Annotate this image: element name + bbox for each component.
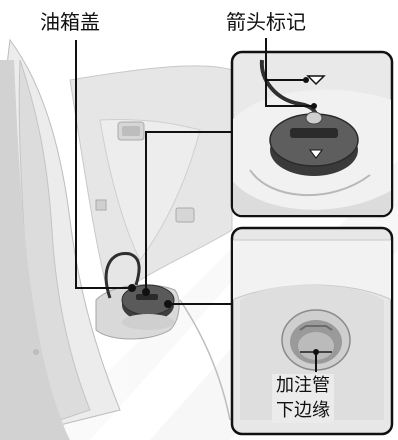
arrow-mark-label: 箭头标记 bbox=[226, 10, 306, 34]
fuel-cap-label: 油箱盖 bbox=[40, 10, 100, 34]
filler-neck-label-line-1: 加注管 bbox=[272, 374, 334, 399]
fuel-cap-leader-dot bbox=[128, 284, 136, 292]
upper-inset-panel bbox=[230, 38, 394, 218]
triangle-down-icon bbox=[309, 149, 323, 159]
fuel-cap-leader-line bbox=[75, 40, 132, 289]
filler-neck-lower-edge-label: 加注管 下边缘 bbox=[272, 374, 334, 423]
triangle-down-icon bbox=[306, 75, 326, 86]
filler-neck-label-line-2: 下边缘 bbox=[272, 398, 334, 423]
leader-lines bbox=[75, 40, 238, 308]
scooter-body bbox=[0, 38, 233, 440]
upper-inset-connector bbox=[145, 131, 238, 292]
